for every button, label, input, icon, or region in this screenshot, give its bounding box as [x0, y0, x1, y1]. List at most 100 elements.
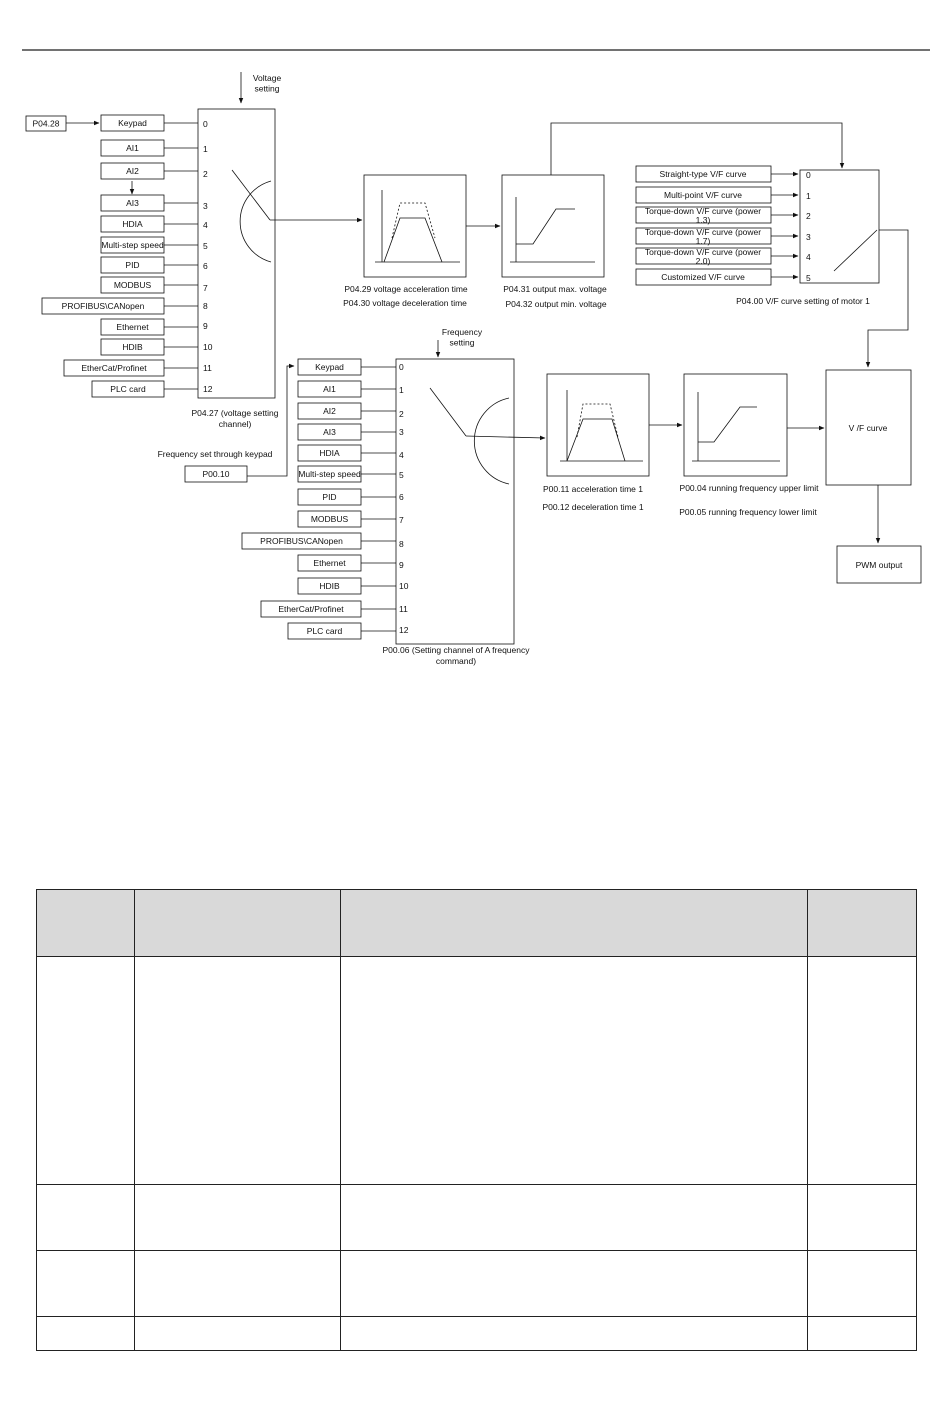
voltage-selector-arc: [239, 180, 272, 263]
vf-option-label: Customized V/F curve: [661, 272, 745, 282]
vf-option-index: 4: [806, 252, 811, 262]
frequency-option-label: Ethernet: [313, 558, 346, 568]
table-row: [36, 956, 917, 1185]
frequency-option-label: HDIB: [319, 581, 340, 591]
voltage-option-index: 3: [203, 201, 208, 211]
frequency-option-index: 6: [399, 492, 404, 502]
frequency-caption-line2: command): [436, 656, 476, 666]
frequency-caption-line1: P00.06 (Setting channel of A frequency: [383, 645, 531, 655]
voltage-option-index: 2: [203, 169, 208, 179]
table-header-cell: [340, 889, 808, 957]
voltage-option-label: Multi-step speed: [101, 240, 164, 250]
voltage-accel-label-2: P04.30 voltage deceleration time: [343, 298, 467, 308]
frequency-limit-label-1: P00.04 running frequency upper limit: [680, 483, 820, 493]
voltage-option-index: 12: [203, 384, 213, 394]
voltage-limit-label-1: P04.31 output max. voltage: [503, 284, 607, 294]
voltage-option-index: 6: [203, 261, 208, 271]
table-row: [36, 1183, 917, 1251]
pwm-output-label: PWM output: [856, 560, 903, 570]
frequency-option-label: Multi-step speed: [298, 469, 361, 479]
frequency-option-index: 9: [399, 560, 404, 570]
frequency-option-index: 12: [399, 625, 409, 635]
voltage-option-label: Keypad: [118, 118, 147, 128]
table-cell: [134, 1315, 341, 1352]
p04-28-label: P04.28: [33, 119, 60, 129]
vf-option-index: 1: [806, 191, 811, 201]
frequency-option-index: 10: [399, 581, 409, 591]
table-header-cell: [36, 889, 135, 957]
parameter-table: [36, 889, 917, 1352]
voltage-option-index: 9: [203, 321, 208, 331]
frequency-option-label: MODBUS: [311, 514, 349, 524]
voltage-option-label: HDIA: [122, 219, 143, 229]
voltage-option-label: PID: [125, 260, 139, 270]
table-cell: [36, 1315, 135, 1352]
frequency-option-index: 3: [399, 427, 404, 437]
table-cell: [807, 1183, 917, 1251]
table-cell: [807, 956, 917, 1185]
vf-option-label: Multi-point V/F curve: [664, 190, 742, 200]
frequency-accel-label-2: P00.12 deceleration time 1: [542, 502, 643, 512]
frequency-accel-label-1: P00.11 acceleration time 1: [543, 484, 643, 494]
voltage-caption-line2: channel): [219, 419, 252, 429]
frequency-option-label: AI2: [323, 406, 336, 416]
pwm-output-box: [836, 545, 922, 584]
voltage-selector-box: [197, 108, 276, 399]
frequency-option-index: 2: [399, 409, 404, 419]
frequency-option-index: 7: [399, 515, 404, 525]
voltage-option-label: AI1: [126, 143, 139, 153]
table-cell: [340, 1183, 808, 1251]
voltage-option-index: 11: [203, 363, 212, 373]
frequency-keypad-note: Frequency set through keypad: [158, 449, 273, 459]
voltage-option-label: PLC card: [110, 384, 146, 394]
table-cell: [340, 1315, 808, 1352]
frequency-option-index: 8: [399, 539, 404, 549]
frequency-option-index: 1: [399, 385, 404, 395]
frequency-option-label: Keypad: [315, 362, 344, 372]
voltage-option-index: 4: [203, 220, 208, 230]
frequency-option-label: AI1: [323, 384, 336, 394]
vf-curve-label: V /F curve: [849, 423, 888, 433]
p04-28-box: [25, 115, 67, 132]
voltage-accel-label-1: P04.29 voltage acceleration time: [344, 284, 468, 294]
frequency-limit-box: [683, 373, 788, 477]
frequency-selector-arc: [473, 397, 510, 485]
table-cell: [340, 1249, 808, 1317]
voltage-option-index: 0: [203, 119, 208, 129]
vf-curve-box: [825, 369, 912, 486]
voltage-option-label: Ethernet: [116, 322, 149, 332]
table-header-cell: [134, 889, 341, 957]
frequency-option-index: 5: [399, 470, 404, 480]
vf-caption: P04.00 V/F curve setting of motor 1: [736, 296, 870, 306]
voltage-option-label: EtherCat/Profinet: [81, 363, 147, 373]
frequency-selector-box: [395, 358, 515, 645]
voltage-option-index: 7: [203, 283, 208, 293]
frequency-option-label: HDIA: [319, 448, 340, 458]
table-header-cell: [807, 889, 917, 957]
table-cell: [807, 1249, 917, 1317]
table-cell: [134, 1183, 341, 1251]
vf-option-index: 0: [806, 170, 811, 180]
voltage-option-label: HDIB: [122, 342, 143, 352]
voltage-option-index: 5: [203, 241, 208, 251]
table-cell: [340, 956, 808, 1185]
vf-option-index: 3: [806, 232, 811, 242]
frequency-option-label: AI3: [323, 427, 336, 437]
frequency-option-label: PID: [322, 492, 336, 502]
voltage-option-index: 1: [203, 144, 208, 154]
p00-10-label: P00.10: [203, 469, 230, 479]
voltage-option-label: PROFIBUS\CANopen: [62, 301, 145, 311]
table-cell: [134, 956, 341, 1185]
vf-selector-box: [799, 169, 880, 284]
voltage-option-label: MODBUS: [114, 280, 152, 290]
table-header-row: [36, 889, 917, 957]
voltage-option-label: AI2: [126, 166, 139, 176]
